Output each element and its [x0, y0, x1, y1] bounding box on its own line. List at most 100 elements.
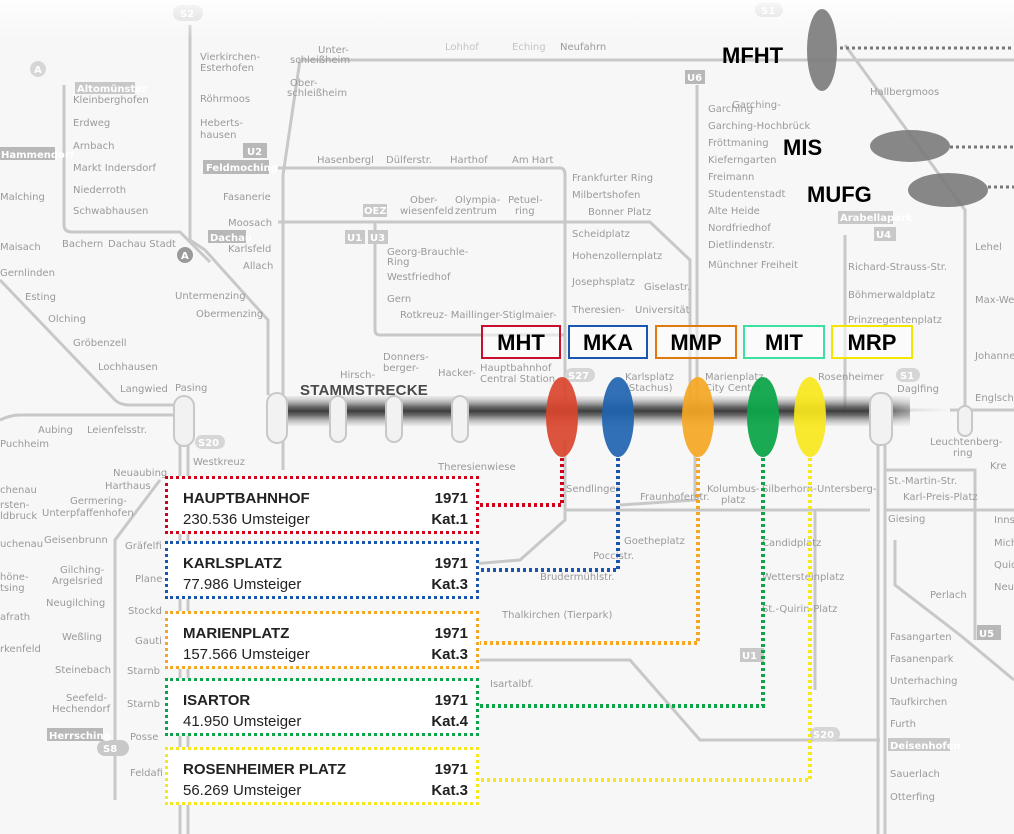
- svg-text:Sauerlach: Sauerlach: [890, 769, 940, 780]
- svg-text:Richard-Strauss-Str.: Richard-Strauss-Str.: [848, 262, 947, 273]
- station-code-mrp: MRP: [831, 325, 913, 359]
- svg-text:Goetheplatz: Goetheplatz: [624, 536, 685, 547]
- svg-text:Weßling: Weßling: [62, 632, 102, 643]
- svg-text:Gilching-: Gilching-: [60, 565, 105, 576]
- svg-text:St.-Quirin-Platz: St.-Quirin-Platz: [762, 604, 837, 615]
- svg-text:Scheidplatz: Scheidplatz: [572, 229, 630, 240]
- svg-text:Perlach: Perlach: [930, 590, 967, 601]
- airport-highlights: [807, 9, 988, 207]
- svg-text:A: A: [181, 251, 189, 262]
- station-transfers: 77.986 Umsteiger: [183, 576, 302, 593]
- station-name: ISARTOR: [183, 692, 251, 709]
- svg-text:Westkreuz: Westkreuz: [193, 457, 245, 468]
- svg-text:Gern: Gern: [387, 294, 411, 305]
- station-name: ROSENHEIMER PLATZ: [183, 761, 347, 778]
- svg-text:Neup: Neup: [994, 582, 1014, 593]
- svg-text:Obermenzing: Obermenzing: [196, 309, 263, 320]
- svg-text:Karl-Preis-Platz: Karl-Preis-Platz: [903, 492, 978, 503]
- svg-text:Fröttmaning: Fröttmaning: [708, 138, 769, 149]
- svg-text:Mich: Mich: [994, 538, 1014, 549]
- station-year: 1971: [434, 490, 468, 507]
- station-ellipse-isartor: [747, 377, 779, 457]
- svg-text:Germering-: Germering-: [70, 496, 127, 507]
- svg-text:Unterpfaffenhofen: Unterpfaffenhofen: [42, 508, 134, 519]
- svg-text:Hasenbergl: Hasenbergl: [317, 155, 374, 166]
- svg-text:ring: ring: [953, 448, 973, 459]
- svg-text:U5: U5: [979, 629, 994, 640]
- airport-code-mis: MIS: [783, 135, 823, 160]
- svg-text:Feldmoching: Feldmoching: [206, 163, 278, 174]
- svg-text:Esterhofen: Esterhofen: [200, 63, 254, 74]
- svg-text:Fasanenpark: Fasanenpark: [890, 654, 954, 665]
- station-transfers: 230.536 Umsteiger: [183, 511, 310, 528]
- station-highlights: [546, 377, 826, 457]
- svg-text:Georg-Brauchle-: Georg-Brauchle-: [387, 247, 469, 258]
- station-year: 1971: [434, 692, 468, 709]
- station-name: HAUPTBAHNHOF: [183, 490, 310, 507]
- svg-text:Nordfriedhof: Nordfriedhof: [708, 223, 771, 234]
- svg-text:hausen: hausen: [200, 130, 237, 141]
- svg-text:Hechendorf: Hechendorf: [52, 704, 111, 715]
- svg-text:S20: S20: [198, 438, 219, 449]
- svg-text:S8: S8: [103, 744, 117, 755]
- svg-text:OEZ: OEZ: [364, 206, 387, 217]
- station-connectors: [480, 458, 812, 782]
- svg-text:U1: U1: [742, 651, 757, 662]
- svg-text:Niederroth: Niederroth: [73, 185, 126, 196]
- svg-text:U1: U1: [347, 233, 362, 244]
- station-name: MARIENPLATZ: [183, 625, 290, 642]
- svg-text:Leuchtenberg-: Leuchtenberg-: [930, 437, 1003, 448]
- svg-text:S20: S20: [813, 730, 834, 741]
- svg-text:Eching: Eching: [512, 42, 546, 53]
- svg-text:Puchheim: Puchheim: [0, 439, 49, 450]
- svg-text:Hammendorf: Hammendorf: [1, 150, 75, 161]
- svg-text:Stockd: Stockd: [128, 606, 162, 617]
- svg-text:Garching-: Garching-: [732, 100, 781, 111]
- svg-text:Seefeld-: Seefeld-: [66, 693, 107, 704]
- svg-text:afrath: afrath: [0, 612, 30, 623]
- svg-text:Theresien-: Theresien-: [571, 305, 625, 316]
- svg-text:Fasangarten: Fasangarten: [890, 632, 952, 643]
- svg-text:Josephsplatz: Josephsplatz: [571, 277, 635, 288]
- station-year: 1971: [434, 625, 468, 642]
- svg-text:Dachau: Dachau: [210, 233, 252, 244]
- station-card-karlsplatz: KARLSPLATZ 1971 77.986 Umsteiger Kat.3: [165, 541, 479, 599]
- svg-text:Theresienwiese: Theresienwiese: [437, 462, 516, 473]
- svg-text:Giselastr.: Giselastr.: [644, 282, 690, 293]
- svg-text:Fasanerie: Fasanerie: [223, 192, 271, 203]
- svg-text:Prinzregentenplatz: Prinzregentenplatz: [848, 315, 942, 326]
- svg-text:Olching: Olching: [48, 314, 86, 325]
- svg-text:U6: U6: [687, 73, 702, 84]
- station-category: Kat.4: [431, 713, 468, 730]
- svg-text:Gräfelfi: Gräfelfi: [125, 541, 162, 552]
- svg-text:Pasing: Pasing: [175, 383, 207, 394]
- station-transfers: 41.950 Umsteiger: [183, 713, 302, 730]
- svg-text:Neufahrn: Neufahrn: [560, 42, 606, 53]
- svg-text:Lohhof: Lohhof: [445, 42, 479, 53]
- station-category: Kat.1: [431, 511, 468, 528]
- station-code-mht: MHT: [481, 325, 561, 359]
- station-ellipse-hauptbahnhof: [546, 377, 578, 457]
- svg-text:Vierkirchen-: Vierkirchen-: [200, 52, 260, 63]
- svg-text:Rosenheimer: Rosenheimer: [818, 372, 884, 383]
- station-code-mmp: MMP: [655, 325, 737, 359]
- station-code-mit: MIT: [743, 325, 825, 359]
- rail-lines: [0, 25, 1014, 834]
- svg-text:Esting: Esting: [25, 292, 56, 303]
- station-transfers: 56.269 Umsteiger: [183, 782, 302, 799]
- svg-text:Milbertshofen: Milbertshofen: [572, 190, 640, 201]
- svg-text:Silberhorn-: Silberhorn-: [762, 484, 817, 495]
- svg-text:chenau: chenau: [0, 485, 37, 496]
- svg-text:Bachern: Bachern: [62, 239, 103, 250]
- svg-text:U2: U2: [247, 147, 262, 158]
- svg-text:Hacker-: Hacker-: [438, 368, 476, 379]
- svg-text:Candidplatz: Candidplatz: [762, 538, 821, 549]
- svg-text:Furth: Furth: [890, 719, 916, 730]
- svg-text:Altomünster: Altomünster: [77, 84, 147, 95]
- svg-text:Karlsfeld: Karlsfeld: [228, 244, 271, 255]
- svg-text:Malching: Malching: [0, 192, 45, 203]
- svg-text:Olympia-: Olympia-: [455, 195, 501, 206]
- svg-text:U4: U4: [876, 230, 891, 241]
- svg-text:Untermenzing: Untermenzing: [175, 291, 246, 302]
